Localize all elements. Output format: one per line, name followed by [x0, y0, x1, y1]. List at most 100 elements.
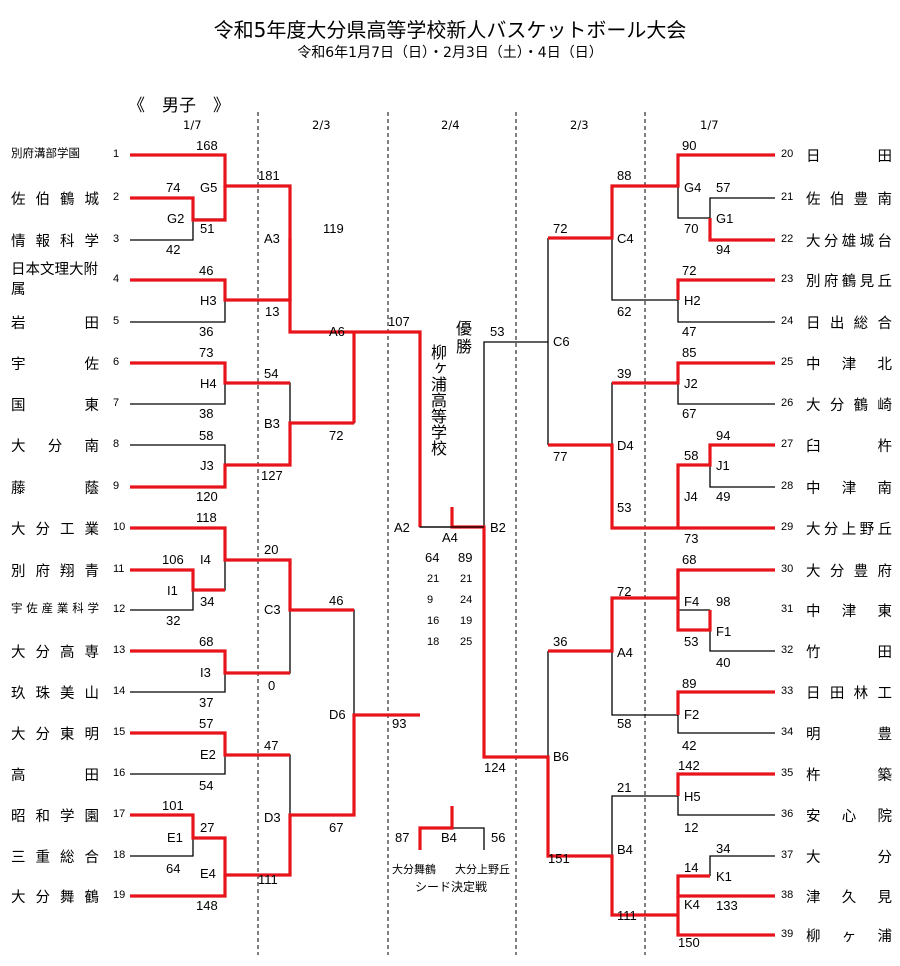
page-title: 令和5年度大分県高等学校新人バスケットボール大会	[213, 18, 687, 42]
game-score: 42	[166, 242, 181, 257]
game-score: 42	[682, 738, 697, 753]
game-id: H4	[200, 376, 217, 391]
game-id: F1	[716, 624, 732, 639]
team-number-right: 32	[781, 644, 794, 656]
game-score: 64	[166, 861, 181, 876]
game-id: C3	[264, 602, 281, 617]
team-name-right: 大分上野丘	[806, 522, 892, 538]
game-score: 38	[199, 406, 214, 421]
game-score: 54	[264, 366, 279, 381]
game-id: D3	[264, 810, 281, 825]
team-number-left: 7	[113, 397, 120, 409]
game-score: 93	[392, 716, 407, 731]
team-name-left: 別府翔青	[11, 564, 99, 580]
game-score: 85	[682, 345, 697, 360]
team-number-right: 39	[781, 928, 794, 940]
game-score: 90	[682, 138, 697, 153]
final-score-right: 89	[458, 550, 473, 565]
game-id: K1	[716, 869, 732, 884]
team-name-right: 佐伯豊南	[806, 192, 892, 208]
game-id: D6	[329, 707, 346, 722]
game-score: 98	[716, 594, 731, 609]
team-name-right: 日田林工	[806, 686, 892, 702]
game-score: 36	[199, 324, 214, 339]
team-name-right: 大分鶴崎	[806, 398, 892, 414]
game-score: 106	[162, 552, 184, 567]
team-number-left: 10	[113, 521, 126, 533]
game-score: 111	[617, 908, 637, 923]
game-score: 32	[166, 613, 181, 628]
team-name-left: 国東	[11, 398, 99, 414]
team-name-right: 中津南	[806, 481, 892, 497]
game-score: 74	[166, 180, 181, 195]
team-number-left: 15	[113, 726, 126, 738]
game-id: J2	[684, 376, 698, 391]
team-number-right: 22	[781, 233, 794, 245]
game-score: 0	[268, 678, 276, 693]
game-score: 119	[323, 221, 344, 236]
game-score: 46	[329, 593, 344, 608]
team-name-left: 大分東明	[11, 727, 99, 743]
game-score: 14	[684, 860, 699, 875]
game-score: 168	[196, 138, 218, 153]
game-id: H3	[200, 293, 217, 308]
seed-game-lines	[418, 806, 485, 850]
seed-score-right: 56	[491, 830, 506, 845]
team-name-left: 高田	[11, 768, 99, 784]
round-date: 2/3	[570, 118, 589, 132]
game-score: 20	[264, 542, 279, 557]
team-name-right: 大分豊府	[806, 564, 892, 580]
team-number-left: 1	[113, 148, 120, 160]
round-date: 2/4	[441, 118, 460, 132]
team-number-left: 14	[113, 685, 126, 697]
team-name-right: 杵築	[806, 768, 892, 784]
team-name-right: 津久見	[806, 890, 892, 906]
final-period-left: 18	[427, 636, 440, 648]
team-name-left: 大分工業	[11, 522, 99, 538]
game-score: 34	[200, 594, 215, 609]
team-number-right: 31	[781, 603, 794, 615]
game-score: 151	[548, 851, 570, 866]
game-score: 142	[678, 758, 700, 773]
game-id: B6	[553, 749, 569, 764]
game-id: E1	[167, 830, 183, 845]
team-name-left: 藤蔭	[11, 481, 99, 497]
team-number-left: 5	[113, 315, 120, 327]
team-name-right: 臼杵	[806, 439, 892, 455]
game-score: 46	[199, 263, 214, 278]
team-name-right: 中津北	[806, 357, 892, 373]
team-number-right: 25	[781, 356, 794, 368]
game-score: 53	[490, 324, 505, 339]
game-score: 51	[200, 221, 215, 236]
champion-team: 柳ヶ浦高等学校	[428, 344, 447, 456]
team-name-left: 大分舞鶴	[11, 890, 99, 906]
game-score: 57	[199, 716, 214, 731]
game-score: 53	[684, 634, 699, 649]
game-score: 58	[199, 428, 214, 443]
game-id: B2	[490, 520, 506, 535]
game-score: 118	[196, 510, 217, 525]
game-score: 72	[553, 221, 568, 236]
game-score: 40	[716, 655, 731, 670]
team-number-right: 34	[781, 726, 794, 738]
seed-team-left: 大分舞鶴	[392, 863, 436, 876]
round-dividers	[257, 112, 646, 955]
team-name-right: 日田	[806, 149, 892, 165]
team-name-right: 中津東	[806, 604, 892, 620]
game-id: G1	[716, 211, 734, 226]
game-score: 94	[716, 242, 731, 257]
team-number-right: 30	[781, 563, 794, 575]
team-name-right: 竹田	[806, 645, 892, 661]
seed-caption: シード決定戦	[415, 880, 488, 894]
champion-label: 優勝	[453, 320, 472, 356]
team-number-left: 19	[113, 889, 126, 901]
team-number-right: 37	[781, 849, 794, 861]
right-losing-lines	[452, 186, 775, 876]
seed-score-left: 87	[395, 830, 410, 845]
team-number-right: 33	[781, 685, 794, 697]
team-name-left: 昭和学園	[11, 809, 99, 825]
game-score: 111	[258, 872, 278, 887]
game-score: 120	[196, 489, 218, 504]
game-score: 53	[617, 500, 632, 515]
game-id: J1	[716, 458, 730, 473]
